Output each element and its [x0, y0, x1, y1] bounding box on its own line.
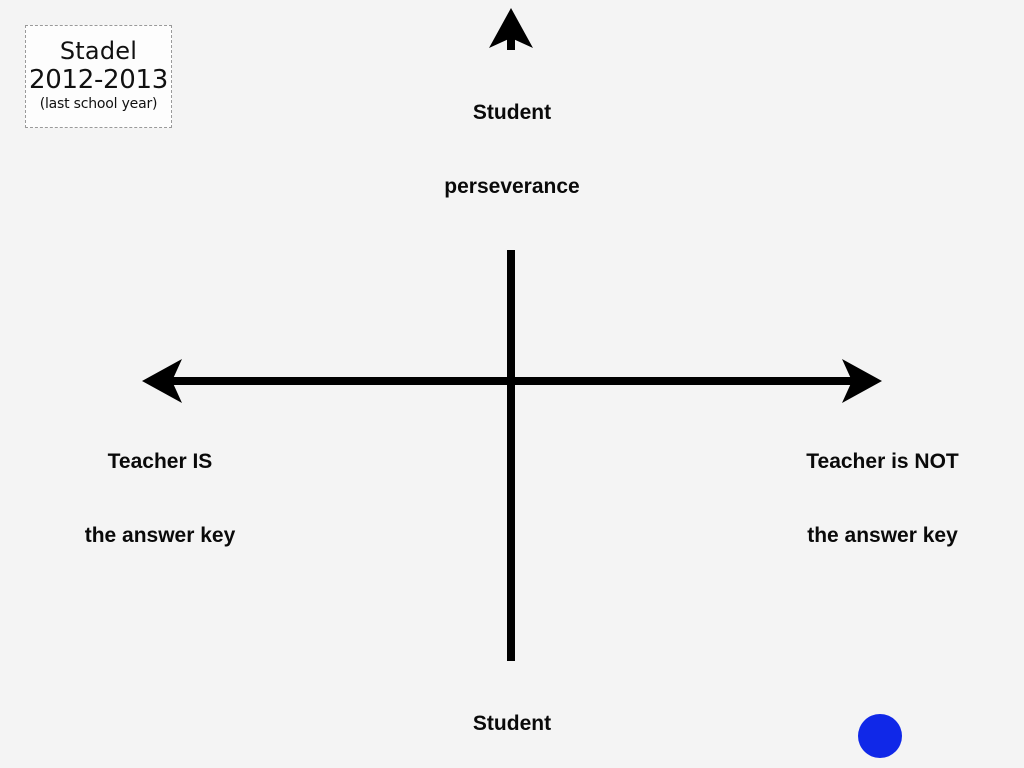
axis-label-right-line1: Teacher is NOT: [806, 449, 959, 473]
axis-arrowhead-right: [842, 359, 882, 403]
axis-label-left: Teacher IS the answer key: [68, 399, 252, 599]
axis-label-bottom: Student annoyance: [451, 661, 573, 768]
axis-label-right-line2: the answer key: [807, 523, 958, 547]
title-school-years: 2012-2013: [28, 64, 169, 95]
axis-label-right: Teacher is NOT the answer key: [789, 399, 976, 599]
slide-title-box[interactable]: Stadel 2012-2013 (last school year): [25, 25, 172, 128]
axis-arrowhead-up: [489, 8, 533, 48]
axis-label-bottom-line1: Student: [472, 711, 552, 735]
axis-label-left-line2: the answer key: [84, 523, 236, 547]
axis-label-top-line1: Student: [472, 100, 552, 124]
title-school-note: (last school year): [39, 95, 158, 112]
axis-arrowhead-left: [142, 359, 182, 403]
axis-label-left-line1: Teacher IS: [107, 449, 213, 473]
axis-label-top-line2: perseverance: [444, 174, 580, 198]
title-school-name: Stadel: [59, 37, 138, 66]
axis-label-top: Student perseverance: [438, 50, 586, 251]
data-point-blue-marker[interactable]: [858, 714, 902, 758]
